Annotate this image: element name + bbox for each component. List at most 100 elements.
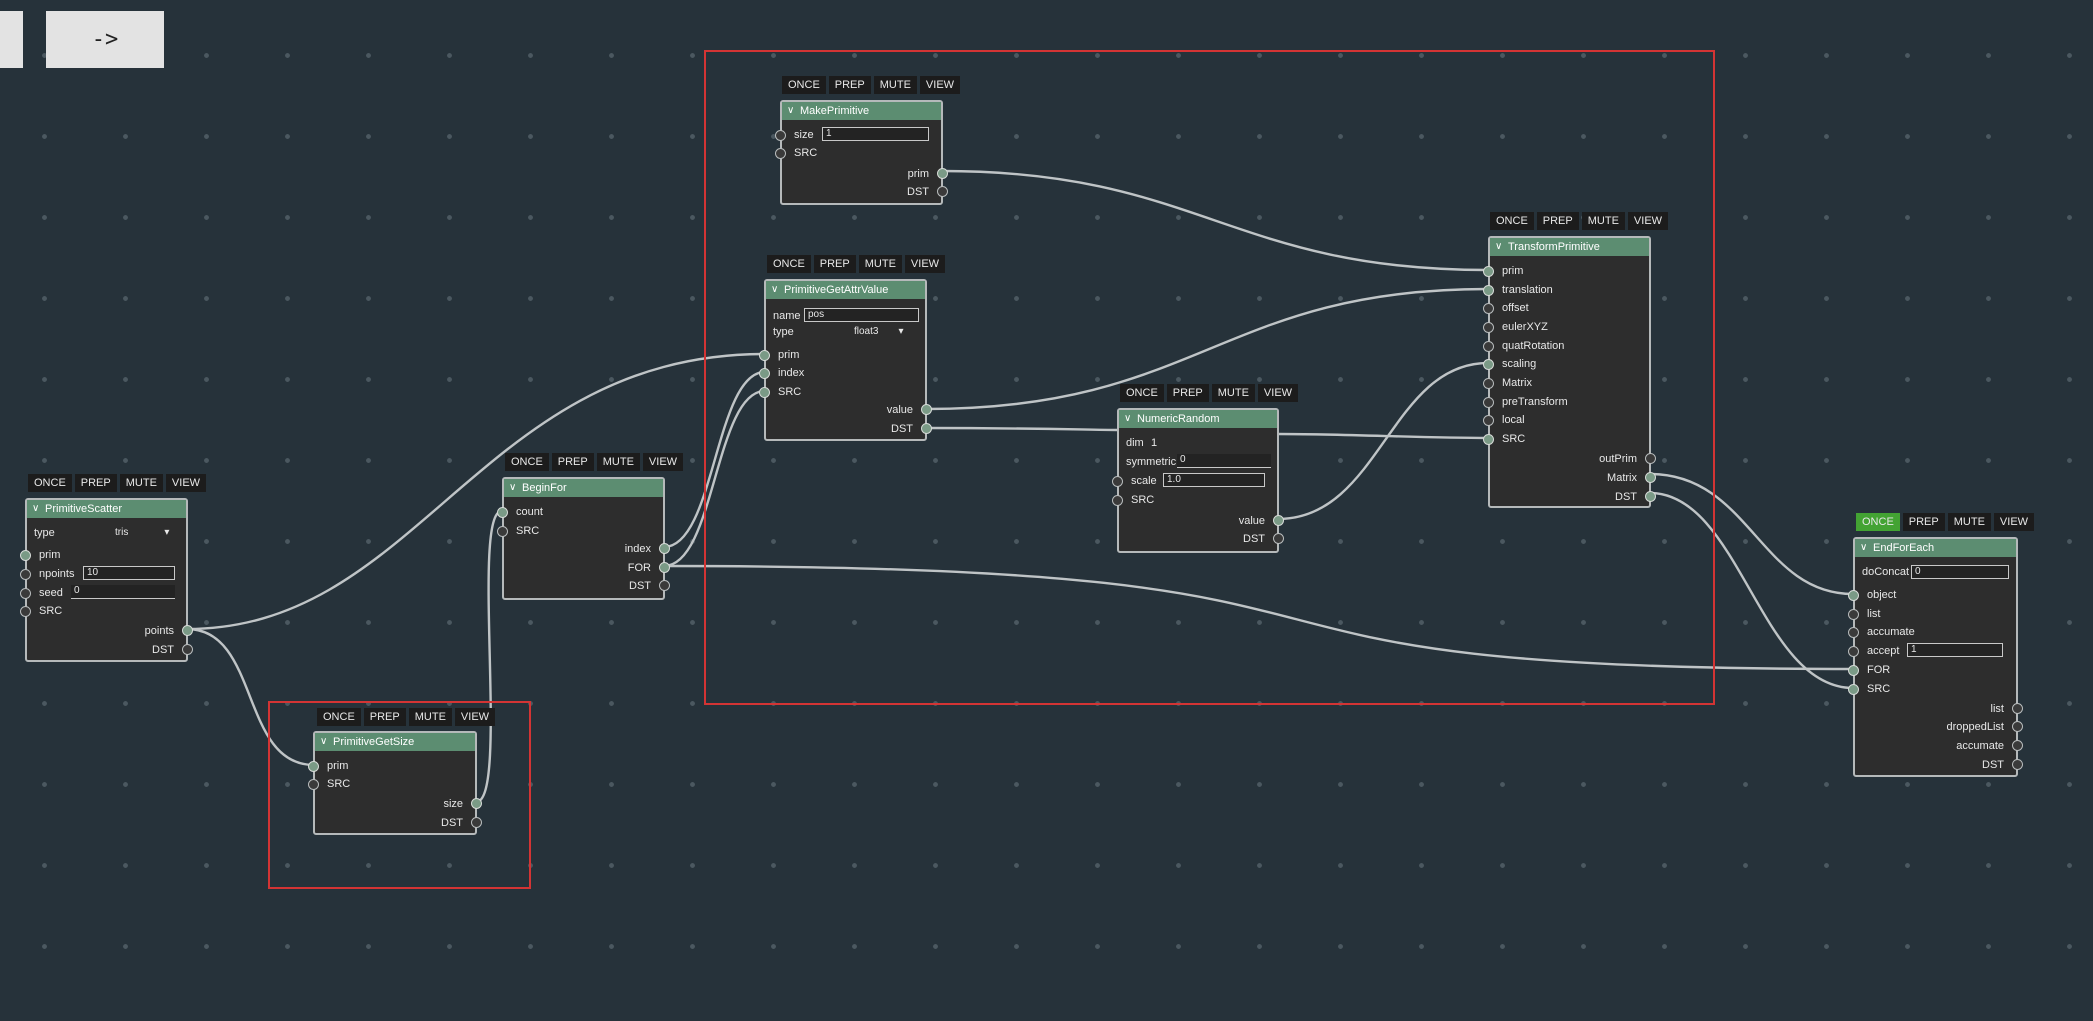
prep-toggle[interactable]: PREP	[551, 453, 594, 471]
input-socket-scaling[interactable]	[1483, 359, 1494, 370]
input-socket-pretransform[interactable]	[1483, 397, 1494, 408]
node-title[interactable]: ∨BeginFor	[504, 479, 663, 497]
input-socket-prim[interactable]	[20, 550, 31, 561]
input-socket-src[interactable]	[1112, 495, 1123, 506]
chevron-down-icon[interactable]: ∨	[32, 503, 40, 514]
type-select[interactable]: float3▾	[854, 326, 904, 337]
input-socket-accept[interactable]	[1848, 646, 1859, 657]
view-toggle[interactable]: VIEW	[165, 474, 207, 492]
prep-toggle[interactable]: PREP	[813, 255, 856, 273]
run-button[interactable]: ->	[46, 11, 164, 68]
input-socket-eulerxyz[interactable]	[1483, 322, 1494, 333]
output-socket-dst[interactable]	[1273, 533, 1284, 544]
output-socket-dst[interactable]	[2012, 759, 2023, 770]
chevron-down-icon[interactable]: ∨	[1860, 542, 1868, 553]
getsize-frame[interactable]	[268, 701, 531, 889]
output-socket-dst[interactable]	[471, 817, 482, 828]
node-primitivescatter[interactable]: ∨PrimitiveScatter type tris▾ prim npoint…	[20, 498, 193, 662]
mute-toggle[interactable]: MUTE	[858, 255, 902, 273]
input-socket-src[interactable]	[20, 606, 31, 617]
chevron-down-icon[interactable]: ∨	[787, 105, 795, 116]
node-primitivegetsize[interactable]: ∨PrimitiveGetSize prim SRC size DST	[308, 731, 482, 835]
node-title[interactable]: ∨MakePrimitive	[782, 102, 941, 120]
input-socket-for[interactable]	[1848, 665, 1859, 676]
output-socket-dst[interactable]	[659, 580, 670, 591]
mute-toggle[interactable]: MUTE	[119, 474, 163, 492]
output-socket-dst[interactable]	[1645, 491, 1656, 502]
output-socket-for[interactable]	[659, 562, 670, 573]
mute-toggle[interactable]: MUTE	[1581, 212, 1625, 230]
node-numericrandom[interactable]: ∨NumericRandom dim 1 symmetric 0 scale 1…	[1112, 408, 1284, 553]
input-socket-scale[interactable]	[1112, 476, 1123, 487]
input-socket-quatrotation[interactable]	[1483, 341, 1494, 352]
doconcat-field[interactable]: 0	[1911, 565, 2009, 579]
prep-toggle[interactable]: PREP	[1166, 384, 1209, 402]
mute-toggle[interactable]: MUTE	[1947, 513, 1991, 531]
mute-toggle[interactable]: MUTE	[408, 708, 452, 726]
input-socket-matrix[interactable]	[1483, 378, 1494, 389]
size-field[interactable]: 1	[822, 127, 929, 141]
input-socket-src[interactable]	[1483, 434, 1494, 445]
chevron-down-icon[interactable]: ∨	[1495, 241, 1503, 252]
input-socket-prim[interactable]	[308, 761, 319, 772]
input-socket-prim[interactable]	[759, 350, 770, 361]
once-toggle[interactable]: ONCE	[1490, 212, 1534, 230]
output-socket-dst[interactable]	[182, 644, 193, 655]
output-socket-accumate[interactable]	[2012, 740, 2023, 751]
output-socket-droppedlist[interactable]	[2012, 721, 2023, 732]
output-socket-dst[interactable]	[937, 186, 948, 197]
prep-toggle[interactable]: PREP	[1536, 212, 1579, 230]
once-toggle[interactable]: ONCE	[28, 474, 72, 492]
input-socket-translation[interactable]	[1483, 285, 1494, 296]
input-socket-prim[interactable]	[1483, 266, 1494, 277]
input-socket-local[interactable]	[1483, 415, 1494, 426]
output-socket-size[interactable]	[471, 798, 482, 809]
prep-toggle[interactable]: PREP	[363, 708, 406, 726]
view-toggle[interactable]: VIEW	[904, 255, 946, 273]
mute-toggle[interactable]: MUTE	[596, 453, 640, 471]
view-toggle[interactable]: VIEW	[1993, 513, 2035, 531]
node-transformprimitive[interactable]: ∨TransformPrimitive prim translation off…	[1483, 236, 1656, 508]
output-socket-dst[interactable]	[921, 423, 932, 434]
symmetric-field[interactable]: 0	[1177, 454, 1271, 468]
accept-field[interactable]: 1	[1907, 643, 2003, 657]
once-toggle[interactable]: ONCE	[1120, 384, 1164, 402]
input-socket-src[interactable]	[497, 526, 508, 537]
output-socket-points[interactable]	[182, 625, 193, 636]
input-socket-accumate[interactable]	[1848, 627, 1859, 638]
prep-toggle[interactable]: PREP	[74, 474, 117, 492]
output-socket-value[interactable]	[921, 404, 932, 415]
prep-toggle[interactable]: PREP	[1902, 513, 1945, 531]
input-socket-seed[interactable]	[20, 588, 31, 599]
output-socket-prim[interactable]	[937, 168, 948, 179]
output-socket-list[interactable]	[2012, 703, 2023, 714]
node-title[interactable]: ∨TransformPrimitive	[1490, 238, 1649, 256]
node-title[interactable]: ∨PrimitiveGetAttrValue	[766, 281, 925, 299]
once-toggle[interactable]: ONCE	[782, 76, 826, 94]
view-toggle[interactable]: VIEW	[642, 453, 684, 471]
chevron-down-icon[interactable]: ∨	[320, 736, 328, 747]
once-toggle[interactable]: ONCE	[1856, 513, 1900, 531]
node-primitivegetattrvalue[interactable]: ∨PrimitiveGetAttrValue name pos type flo…	[759, 279, 932, 441]
chevron-down-icon[interactable]: ∨	[771, 284, 779, 295]
input-socket-size[interactable]	[775, 130, 786, 141]
type-select[interactable]: tris▾	[115, 527, 170, 538]
input-socket-offset[interactable]	[1483, 303, 1494, 314]
input-socket-count[interactable]	[497, 507, 508, 518]
output-socket-index[interactable]	[659, 543, 670, 554]
mute-toggle[interactable]: MUTE	[873, 76, 917, 94]
input-socket-npoints[interactable]	[20, 569, 31, 580]
output-socket-outprim[interactable]	[1645, 453, 1656, 464]
view-toggle[interactable]: VIEW	[1257, 384, 1299, 402]
view-toggle[interactable]: VIEW	[1627, 212, 1669, 230]
input-socket-list[interactable]	[1848, 609, 1859, 620]
mute-toggle[interactable]: MUTE	[1211, 384, 1255, 402]
left-toolbar-button[interactable]	[0, 11, 23, 68]
input-socket-src[interactable]	[1848, 684, 1859, 695]
chevron-down-icon[interactable]: ∨	[509, 482, 517, 493]
seed-field[interactable]: 0	[71, 585, 175, 599]
output-socket-matrix[interactable]	[1645, 472, 1656, 483]
input-socket-src[interactable]	[759, 387, 770, 398]
scale-field[interactable]: 1.0	[1163, 473, 1265, 487]
npoints-field[interactable]: 10	[83, 566, 175, 580]
